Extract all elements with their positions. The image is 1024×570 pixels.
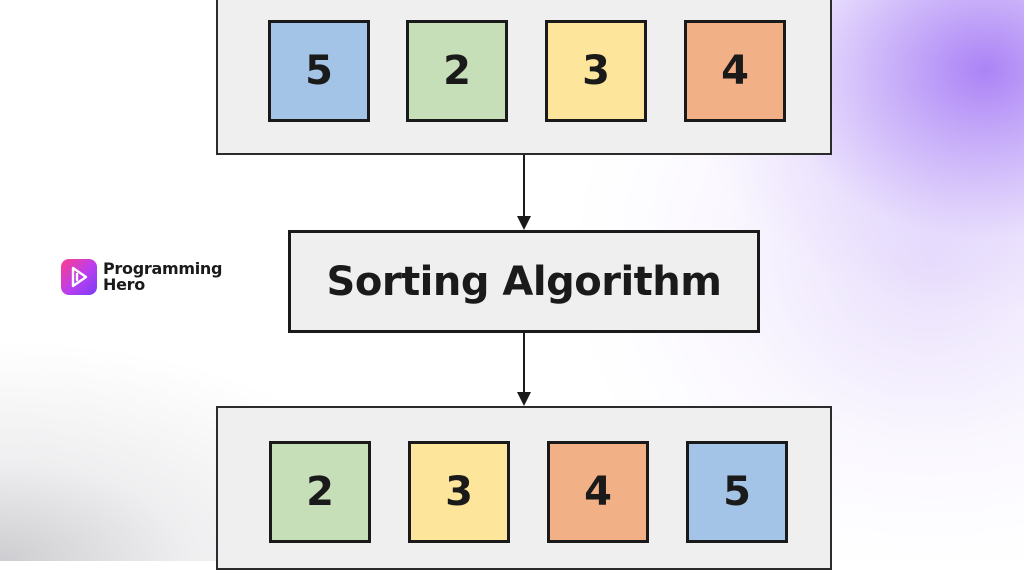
- output-box-1: 2: [269, 441, 371, 543]
- programming-hero-logo: Programming Hero: [61, 259, 222, 295]
- input-value-1: 5: [305, 48, 333, 94]
- play-logo-icon: [61, 259, 97, 295]
- logo-text: Programming Hero: [103, 261, 222, 293]
- input-box-4: 4: [684, 20, 786, 122]
- input-box-1: 5: [268, 20, 370, 122]
- output-box-2: 3: [408, 441, 510, 543]
- logo-line-2: Hero: [103, 275, 145, 294]
- output-value-3: 4: [584, 469, 612, 515]
- input-box-2: 2: [406, 20, 508, 122]
- input-value-3: 3: [582, 48, 610, 94]
- output-box-3: 4: [547, 441, 649, 543]
- logo-line-1: Programming: [103, 259, 223, 278]
- output-box-4: 5: [686, 441, 788, 543]
- output-value-2: 3: [445, 469, 473, 515]
- input-box-3: 3: [545, 20, 647, 122]
- input-value-4: 4: [721, 48, 749, 94]
- sorting-algorithm-label: Sorting Algorithm: [326, 258, 722, 305]
- output-value-1: 2: [306, 469, 334, 515]
- input-value-2: 2: [443, 48, 471, 94]
- output-value-4: 5: [723, 469, 751, 515]
- sorting-algorithm-box: Sorting Algorithm: [288, 230, 760, 333]
